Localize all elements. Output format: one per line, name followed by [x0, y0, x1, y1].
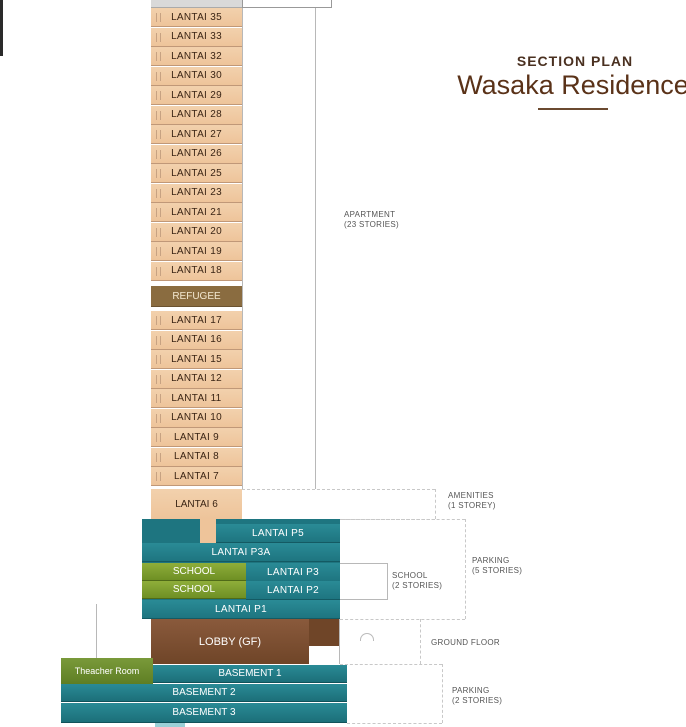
school-bracket-top	[340, 563, 387, 564]
amenities-outline-right	[435, 489, 436, 519]
annotation-apartment: APARTMENT(23 STORIES)	[344, 210, 400, 229]
annotation-parking-lower: PARKING(2 STORIES)	[452, 686, 503, 705]
lobby-extension	[309, 619, 339, 646]
floor-lantai-28: LANTAI 28	[151, 105, 242, 125]
ground-bracket-bottom	[340, 664, 442, 665]
apartment-outline-right	[315, 8, 316, 489]
floor-lantai-33: LANTAI 33	[151, 27, 242, 47]
teacher-room: Theacher Room	[61, 658, 153, 684]
floor-lantai-21: LANTAI 21	[151, 203, 242, 222]
floor-lantai-32: LANTAI 32	[151, 47, 242, 66]
floor-lantai-17: LANTAI 17	[151, 311, 242, 330]
apartment-outline-left	[242, 8, 243, 489]
amenities-outline-top	[242, 489, 435, 490]
floor-lantai-27: LANTAI 27	[151, 125, 242, 144]
floor-lantai-23: LANTAI 23	[151, 183, 242, 203]
core-column	[200, 519, 216, 543]
school-bracket-bottom	[340, 599, 387, 600]
parking-bracket-side	[465, 519, 466, 619]
annotation-ground-floor: GROUND FLOOR	[431, 638, 500, 647]
floor-lantai-29: LANTAI 29	[151, 86, 242, 105]
basement-2: BASEMENT 2	[61, 684, 347, 702]
annotation-school: SCHOOL(2 STORIES)	[392, 571, 443, 590]
teacher-room-pole	[96, 604, 97, 658]
floor-lantai-8: LANTAI 8	[151, 447, 242, 467]
lower-parking-bracket-bottom	[347, 723, 442, 724]
floor-lantai-26: LANTAI 26	[151, 144, 242, 164]
floor-lantai-p1: LANTAI P1	[142, 600, 340, 619]
canopy-icon	[360, 633, 374, 641]
lobby-ground-floor: LOBBY (GF)	[151, 619, 309, 664]
section-plan-subtitle: SECTION PLAN	[516, 53, 634, 69]
floor-lantai-18: LANTAI 18	[151, 261, 242, 281]
parking-bracket-top	[340, 519, 465, 520]
floor-lantai-9: LANTAI 9	[151, 428, 242, 447]
left-edge-bar	[0, 0, 3, 56]
floor-lantai-p5: LANTAI P5	[216, 524, 340, 543]
refugee-floor: REFUGEE	[151, 286, 242, 307]
basement-ramp	[155, 723, 185, 727]
school-room-1: SCHOOL	[142, 563, 246, 581]
annotation-amenities: AMENITIES(1 STOREY)	[448, 491, 496, 510]
floor-lantai-20: LANTAI 20	[151, 222, 242, 242]
floor-lantai-p2: LANTAI P2	[246, 581, 340, 600]
roof-outline	[242, 0, 332, 8]
lobby-outline	[339, 619, 340, 664]
annotation-parking-upper: PARKING(5 STORIES)	[472, 556, 523, 575]
basement-1: BASEMENT 1	[153, 665, 347, 683]
floor-lantai-11: LANTAI 11	[151, 389, 242, 408]
floor-lantai-p3: LANTAI P3	[246, 563, 340, 582]
floor-lantai-12: LANTAI 12	[151, 369, 242, 389]
roof-top	[151, 0, 242, 8]
ground-bracket-side	[420, 619, 421, 664]
floor-lantai-6: LANTAI 6	[151, 489, 242, 519]
floor-lantai-10: LANTAI 10	[151, 408, 242, 428]
lower-parking-bracket-side	[442, 664, 443, 723]
floor-lantai-7: LANTAI 7	[151, 467, 242, 486]
floor-lantai-35: LANTAI 35	[151, 8, 242, 27]
floor-lantai-p3a: LANTAI P3A	[142, 543, 340, 562]
school-bracket-side	[387, 563, 388, 600]
floor-lantai-16: LANTAI 16	[151, 330, 242, 350]
project-title: Wasaka Residence	[457, 70, 686, 100]
floor-lantai-30: LANTAI 30	[151, 66, 242, 86]
title-underline	[538, 108, 608, 110]
school-room-2: SCHOOL	[142, 581, 246, 599]
floor-lantai-19: LANTAI 19	[151, 242, 242, 261]
floor-lantai-25: LANTAI 25	[151, 164, 242, 183]
parking-bracket-bottom	[340, 619, 465, 620]
basement-3: BASEMENT 3	[61, 703, 347, 723]
floor-lantai-15: LANTAI 15	[151, 350, 242, 369]
